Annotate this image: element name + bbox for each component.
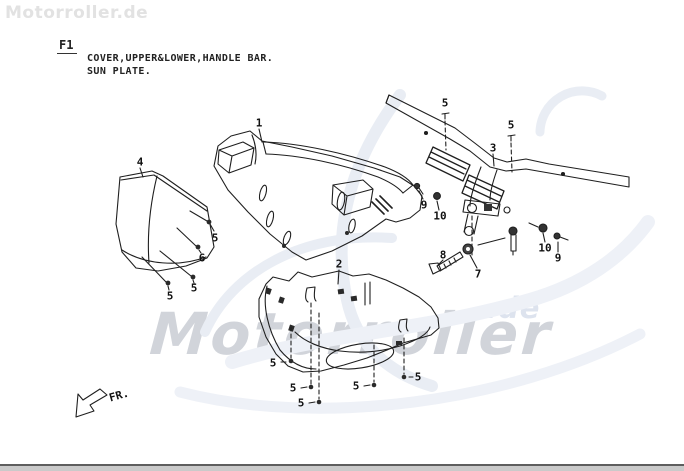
bottom-border [0, 464, 684, 471]
callout-part-5: 5 [507, 118, 515, 132]
callout-part-5: 5 [269, 356, 277, 370]
swoosh-watermark [174, 86, 655, 414]
callout-part-7: 7 [474, 267, 482, 281]
callout-part-5: 5 [166, 289, 174, 303]
callout-part-1: 1 [255, 116, 263, 130]
callout-part-10: 10 [433, 209, 447, 223]
callout-part-9: 9 [420, 198, 428, 212]
callout-part-4: 4 [136, 155, 144, 169]
callout-part-5: 5 [190, 281, 198, 295]
figure-title-line1: COVER,UPPER&LOWER,HANDLE BAR. [87, 53, 274, 64]
callout-part-10: 10 [538, 241, 552, 255]
callout-part-3: 3 [489, 141, 497, 155]
upper-cover-drawing [213, 128, 423, 261]
callout-part-5: 5 [352, 379, 360, 393]
sun-plate-drawing [115, 170, 215, 291]
callout-part-5: 5 [414, 370, 422, 384]
callout-part-2: 2 [335, 257, 343, 271]
callout-part-6: 6 [198, 251, 206, 265]
fr-arrow-icon [75, 388, 108, 418]
figure-code: F1 [57, 38, 78, 54]
fasteners-drawing [413, 112, 569, 275]
handlebar-drawing [385, 94, 630, 259]
lower-cover-drawing [258, 269, 440, 405]
callout-part-5: 5 [297, 396, 305, 410]
brand-watermark: Motorroller.de [5, 3, 149, 23]
callout-part-5: 5 [211, 231, 219, 245]
callout-part-5: 5 [441, 96, 449, 110]
figure-title-line2: SUN PLATE. [87, 66, 152, 77]
callout-part-8: 8 [439, 248, 447, 262]
callout-leader-lines [139, 167, 144, 178]
callout-part-5: 5 [289, 381, 297, 395]
callout-part-9: 9 [554, 251, 562, 265]
